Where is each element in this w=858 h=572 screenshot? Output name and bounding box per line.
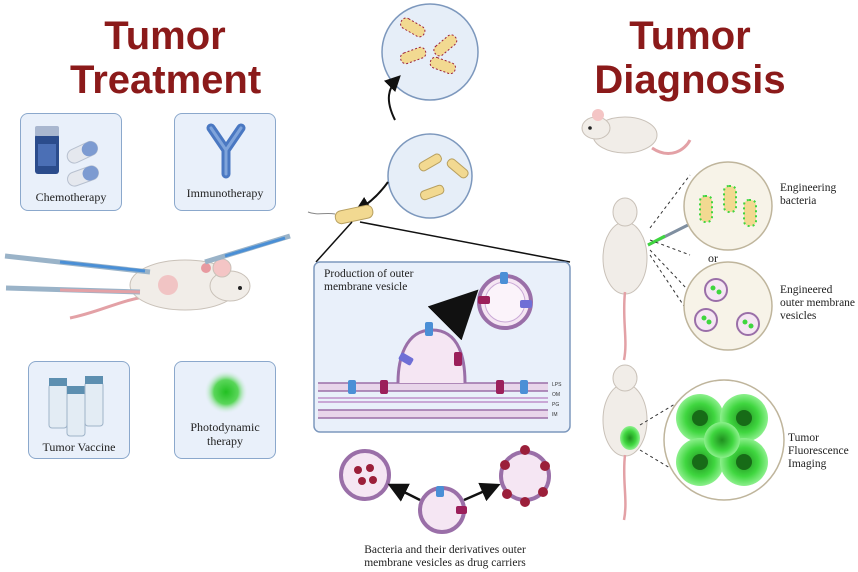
fluorescence-imaging-label: Tumor Fluorescence Imaging xyxy=(788,432,849,471)
engineered-label-line3: vesicles xyxy=(780,310,817,322)
diagnosis-title-line2: Diagnosis xyxy=(594,58,786,102)
layer-label-om: OM xyxy=(552,392,561,398)
treatment-title: Tumor Treatment xyxy=(70,14,262,102)
engineered-label-line2: outer membrane xyxy=(780,297,856,309)
vesicle-icon xyxy=(477,272,533,330)
engineered-label-line1: Engineered xyxy=(780,284,833,296)
bottom-caption-line2: membrane vesicles as drug carriers xyxy=(364,557,526,569)
diagnosis-mouse-2-icon xyxy=(602,364,648,521)
membrane-layer-labels: LPS OM PG IM xyxy=(552,380,561,420)
bacteria-cluster-mid xyxy=(387,133,473,219)
drug-carrier-vesicles xyxy=(339,445,551,534)
diagnosis-mouse-1-icon xyxy=(602,197,689,361)
photodynamic-label-line2: therapy xyxy=(207,434,243,448)
syringe-icon xyxy=(4,233,291,295)
engineering-label-line2: bacteria xyxy=(780,195,817,207)
mouse-icon xyxy=(581,109,692,155)
layer-label-im: IM xyxy=(552,412,558,418)
fluor-label-line3: Imaging xyxy=(788,458,827,470)
photodynamic-panel: Photodynamic therapy xyxy=(174,361,276,459)
engineering-bacteria-label: Engineering bacteria xyxy=(780,182,836,208)
immunotherapy-label: Immunotherapy xyxy=(186,186,264,200)
chemotherapy-panel: Chemotherapy xyxy=(20,113,122,211)
photodynamic-label: Photodynamic therapy xyxy=(175,420,275,448)
omv-panel-title: Production of outer membrane vesicle xyxy=(324,268,413,294)
diagnosis-title: Tumor Diagnosis xyxy=(585,14,795,102)
layer-label-pg: PG xyxy=(552,402,560,408)
treatment-mouse-icon xyxy=(69,258,251,320)
engineered-omv-label: Engineered outer membrane vesicles xyxy=(780,284,855,323)
bacteria-icon xyxy=(307,204,571,263)
antibody-icon xyxy=(206,123,246,179)
tumor-vaccine-panel: Tumor Vaccine xyxy=(28,361,130,459)
bottom-caption-line1: Bacteria and their derivatives outer xyxy=(364,544,526,556)
vaccine-vial-icon xyxy=(48,376,104,437)
photodynamic-label-line1: Photodynamic xyxy=(190,420,260,434)
treatment-title-line1: Tumor xyxy=(104,14,226,58)
fluor-label-line2: Fluorescence xyxy=(788,445,849,457)
light-glow-icon xyxy=(204,370,248,414)
engineered-omv-circle xyxy=(649,249,773,351)
pill-icon xyxy=(35,126,99,187)
tumor-vaccine-label: Tumor Vaccine xyxy=(42,440,116,454)
fluorescence-imaging-circle xyxy=(639,379,785,501)
diagnosis-title-line1: Tumor xyxy=(629,14,751,58)
omv-panel-title-line1: Production of outer xyxy=(324,268,414,280)
chemotherapy-label: Chemotherapy xyxy=(35,190,107,204)
bacteria-cluster-top xyxy=(381,3,479,101)
treatment-title-line2: Treatment xyxy=(70,58,262,102)
engineering-label-line1: Engineering xyxy=(780,182,837,194)
omv-production-panel xyxy=(313,261,571,433)
engineering-bacteria-circle xyxy=(649,161,773,256)
immunotherapy-panel: Immunotherapy xyxy=(174,113,276,211)
bottom-caption: Bacteria and their derivatives outer mem… xyxy=(340,544,550,570)
omv-panel-title-line2: membrane vesicle xyxy=(324,281,408,293)
fluor-label-line1: Tumor xyxy=(788,432,819,444)
layer-label-lps: LPS xyxy=(552,382,562,388)
or-label: or xyxy=(708,251,718,265)
